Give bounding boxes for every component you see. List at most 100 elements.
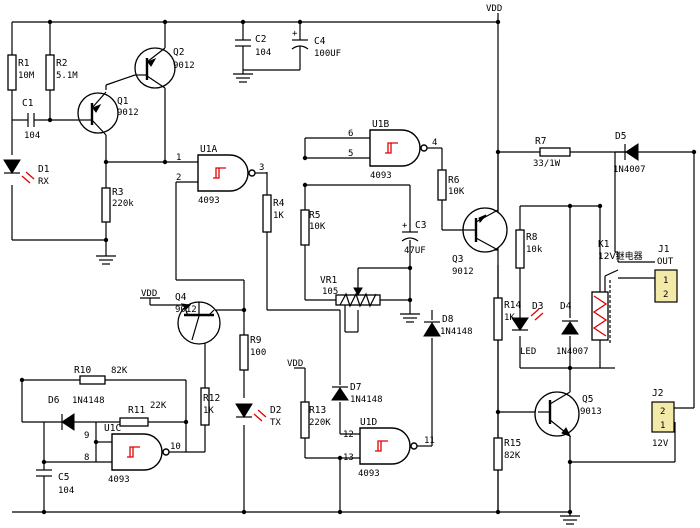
j2-pin1: 2 xyxy=(660,407,665,417)
j2-pin2: 1 xyxy=(660,421,665,431)
u1c-pin-out: 10 xyxy=(170,442,181,452)
d8-ref: D8 xyxy=(442,314,454,325)
resistor-r4: R4 1K xyxy=(262,194,285,233)
diode-d2: D2 TX xyxy=(235,403,281,428)
r9-value: 100 xyxy=(250,348,266,358)
diode-d8: D8 1N4148 xyxy=(423,314,473,337)
q5-value: 9013 xyxy=(580,407,602,417)
vr1-ref: VR1 xyxy=(320,275,337,286)
relay-k1: K1 12V继电器 xyxy=(591,152,643,345)
d4-value: 1N4007 xyxy=(556,347,589,357)
u1d-part: 4093 xyxy=(358,469,380,479)
u1b-part: 4093 xyxy=(370,171,392,181)
d8-value: 1N4148 xyxy=(440,327,473,337)
ground-icon xyxy=(96,252,116,265)
r6-ref: R6 xyxy=(448,175,460,186)
diode-d1: D1 RX xyxy=(3,159,50,187)
gate-u1c: U1C 4093 9 8 10 xyxy=(84,423,184,485)
c1-ref: C1 xyxy=(22,98,34,109)
capacitor-c1: C1 104 xyxy=(22,98,40,141)
j1-pin2: 2 xyxy=(663,290,668,300)
q3-value: 9012 xyxy=(452,267,474,277)
j2-ref: J2 xyxy=(652,388,663,399)
d6-ref: D6 xyxy=(48,395,60,406)
u1c-part: 4093 xyxy=(108,475,130,485)
resistor-r6: R6 10K xyxy=(437,169,465,201)
c3-ref: C3 xyxy=(415,220,426,231)
diode-d6: D6 1N4148 xyxy=(48,395,105,431)
resistor-r2: R2 5.1M xyxy=(45,54,78,91)
resistor-r9: R9 100 xyxy=(239,334,266,371)
gate-u1d: U1D 4093 12 13 11 xyxy=(343,417,435,479)
u1b-ref: U1B xyxy=(372,119,389,130)
r9-ref: R9 xyxy=(250,335,262,346)
resistor-r13: R13 220K xyxy=(300,401,331,439)
resistor-r14: R14 1K xyxy=(493,297,521,341)
diode-d3: D3 LED xyxy=(511,301,543,357)
r12-value: 1K xyxy=(203,406,214,416)
resistor-r1: R1 10M xyxy=(7,54,35,91)
r3-ref: R3 xyxy=(112,187,123,198)
j1-pin1: 1 xyxy=(663,276,668,286)
r5-value: 10K xyxy=(309,222,326,232)
r6-value: 10K xyxy=(448,187,465,197)
wires xyxy=(11,14,695,513)
r14-ref: R14 xyxy=(504,300,521,311)
ground-icon xyxy=(233,70,253,83)
q1-value: 9012 xyxy=(117,108,139,118)
d2-ref: D2 xyxy=(270,405,281,416)
u1c-ref: U1C xyxy=(104,423,121,434)
d3-ref: D3 xyxy=(532,301,543,312)
r7-ref: R7 xyxy=(535,136,546,147)
resistor-r7: R7 33/1W xyxy=(533,136,571,169)
r13-ref: R13 xyxy=(309,405,326,416)
u1d-pin-out: 11 xyxy=(424,436,435,446)
u1d-pin-a: 12 xyxy=(343,430,354,440)
resistor-r11: R11 22K xyxy=(119,401,167,427)
u1a-part: 4093 xyxy=(198,196,220,206)
r11-value: 22K xyxy=(150,401,167,411)
gate-u1b: U1B 4093 6 5 4 xyxy=(348,119,437,181)
vdd-label-q4: VDD xyxy=(141,289,157,299)
svg-text:+: + xyxy=(292,29,298,39)
j1-ref: J1 xyxy=(658,244,670,255)
vr1-value: 105 xyxy=(322,287,338,297)
resistor-r3: R3 220k xyxy=(101,187,134,223)
ground-icon xyxy=(400,310,420,323)
capacitor-c2: C2 104 xyxy=(235,34,271,58)
r2-value: 5.1M xyxy=(56,71,78,81)
d6-value: 1N4148 xyxy=(72,396,105,406)
resistor-r5: R5 10K xyxy=(300,209,326,246)
d7-ref: D7 xyxy=(350,382,361,393)
ground-icon xyxy=(560,512,580,525)
vdd-label-top: VDD xyxy=(486,4,502,14)
q3-ref: Q3 xyxy=(452,254,463,265)
q2-value: 9012 xyxy=(173,61,195,71)
j2-label: 12V xyxy=(652,439,669,449)
r13-value: 220K xyxy=(309,418,331,428)
r15-ref: R15 xyxy=(504,438,521,449)
k1-ref: K1 xyxy=(598,239,610,250)
u1b-pin-b: 5 xyxy=(348,149,353,159)
r4-ref: R4 xyxy=(273,198,285,209)
d4-ref: D4 xyxy=(560,301,572,312)
r4-value: 1K xyxy=(273,211,284,221)
r8-value: 10k xyxy=(526,245,543,255)
r5-ref: R5 xyxy=(309,210,320,221)
q4-ref: Q4 xyxy=(175,292,187,303)
resistor-r10: R10 82K xyxy=(74,365,128,385)
k1-value: 12V继电器 xyxy=(598,250,643,262)
r15-value: 82K xyxy=(504,451,521,461)
diode-d7: D7 1N4148 xyxy=(331,382,383,405)
u1a-pin-a: 1 xyxy=(176,153,181,163)
resistor-r12: R12 1K xyxy=(200,387,220,426)
c1-value: 104 xyxy=(24,131,40,141)
u1a-pin-b: 2 xyxy=(176,173,181,183)
transistor-q2: Q2 9012 xyxy=(134,47,195,89)
diode-d4: D4 1N4007 xyxy=(556,301,589,357)
transistor-q3: Q3 9012 xyxy=(452,152,508,277)
c3-value: 47UF xyxy=(404,246,426,256)
u1a-pin-out: 3 xyxy=(259,163,264,173)
r2-ref: R2 xyxy=(56,58,67,69)
